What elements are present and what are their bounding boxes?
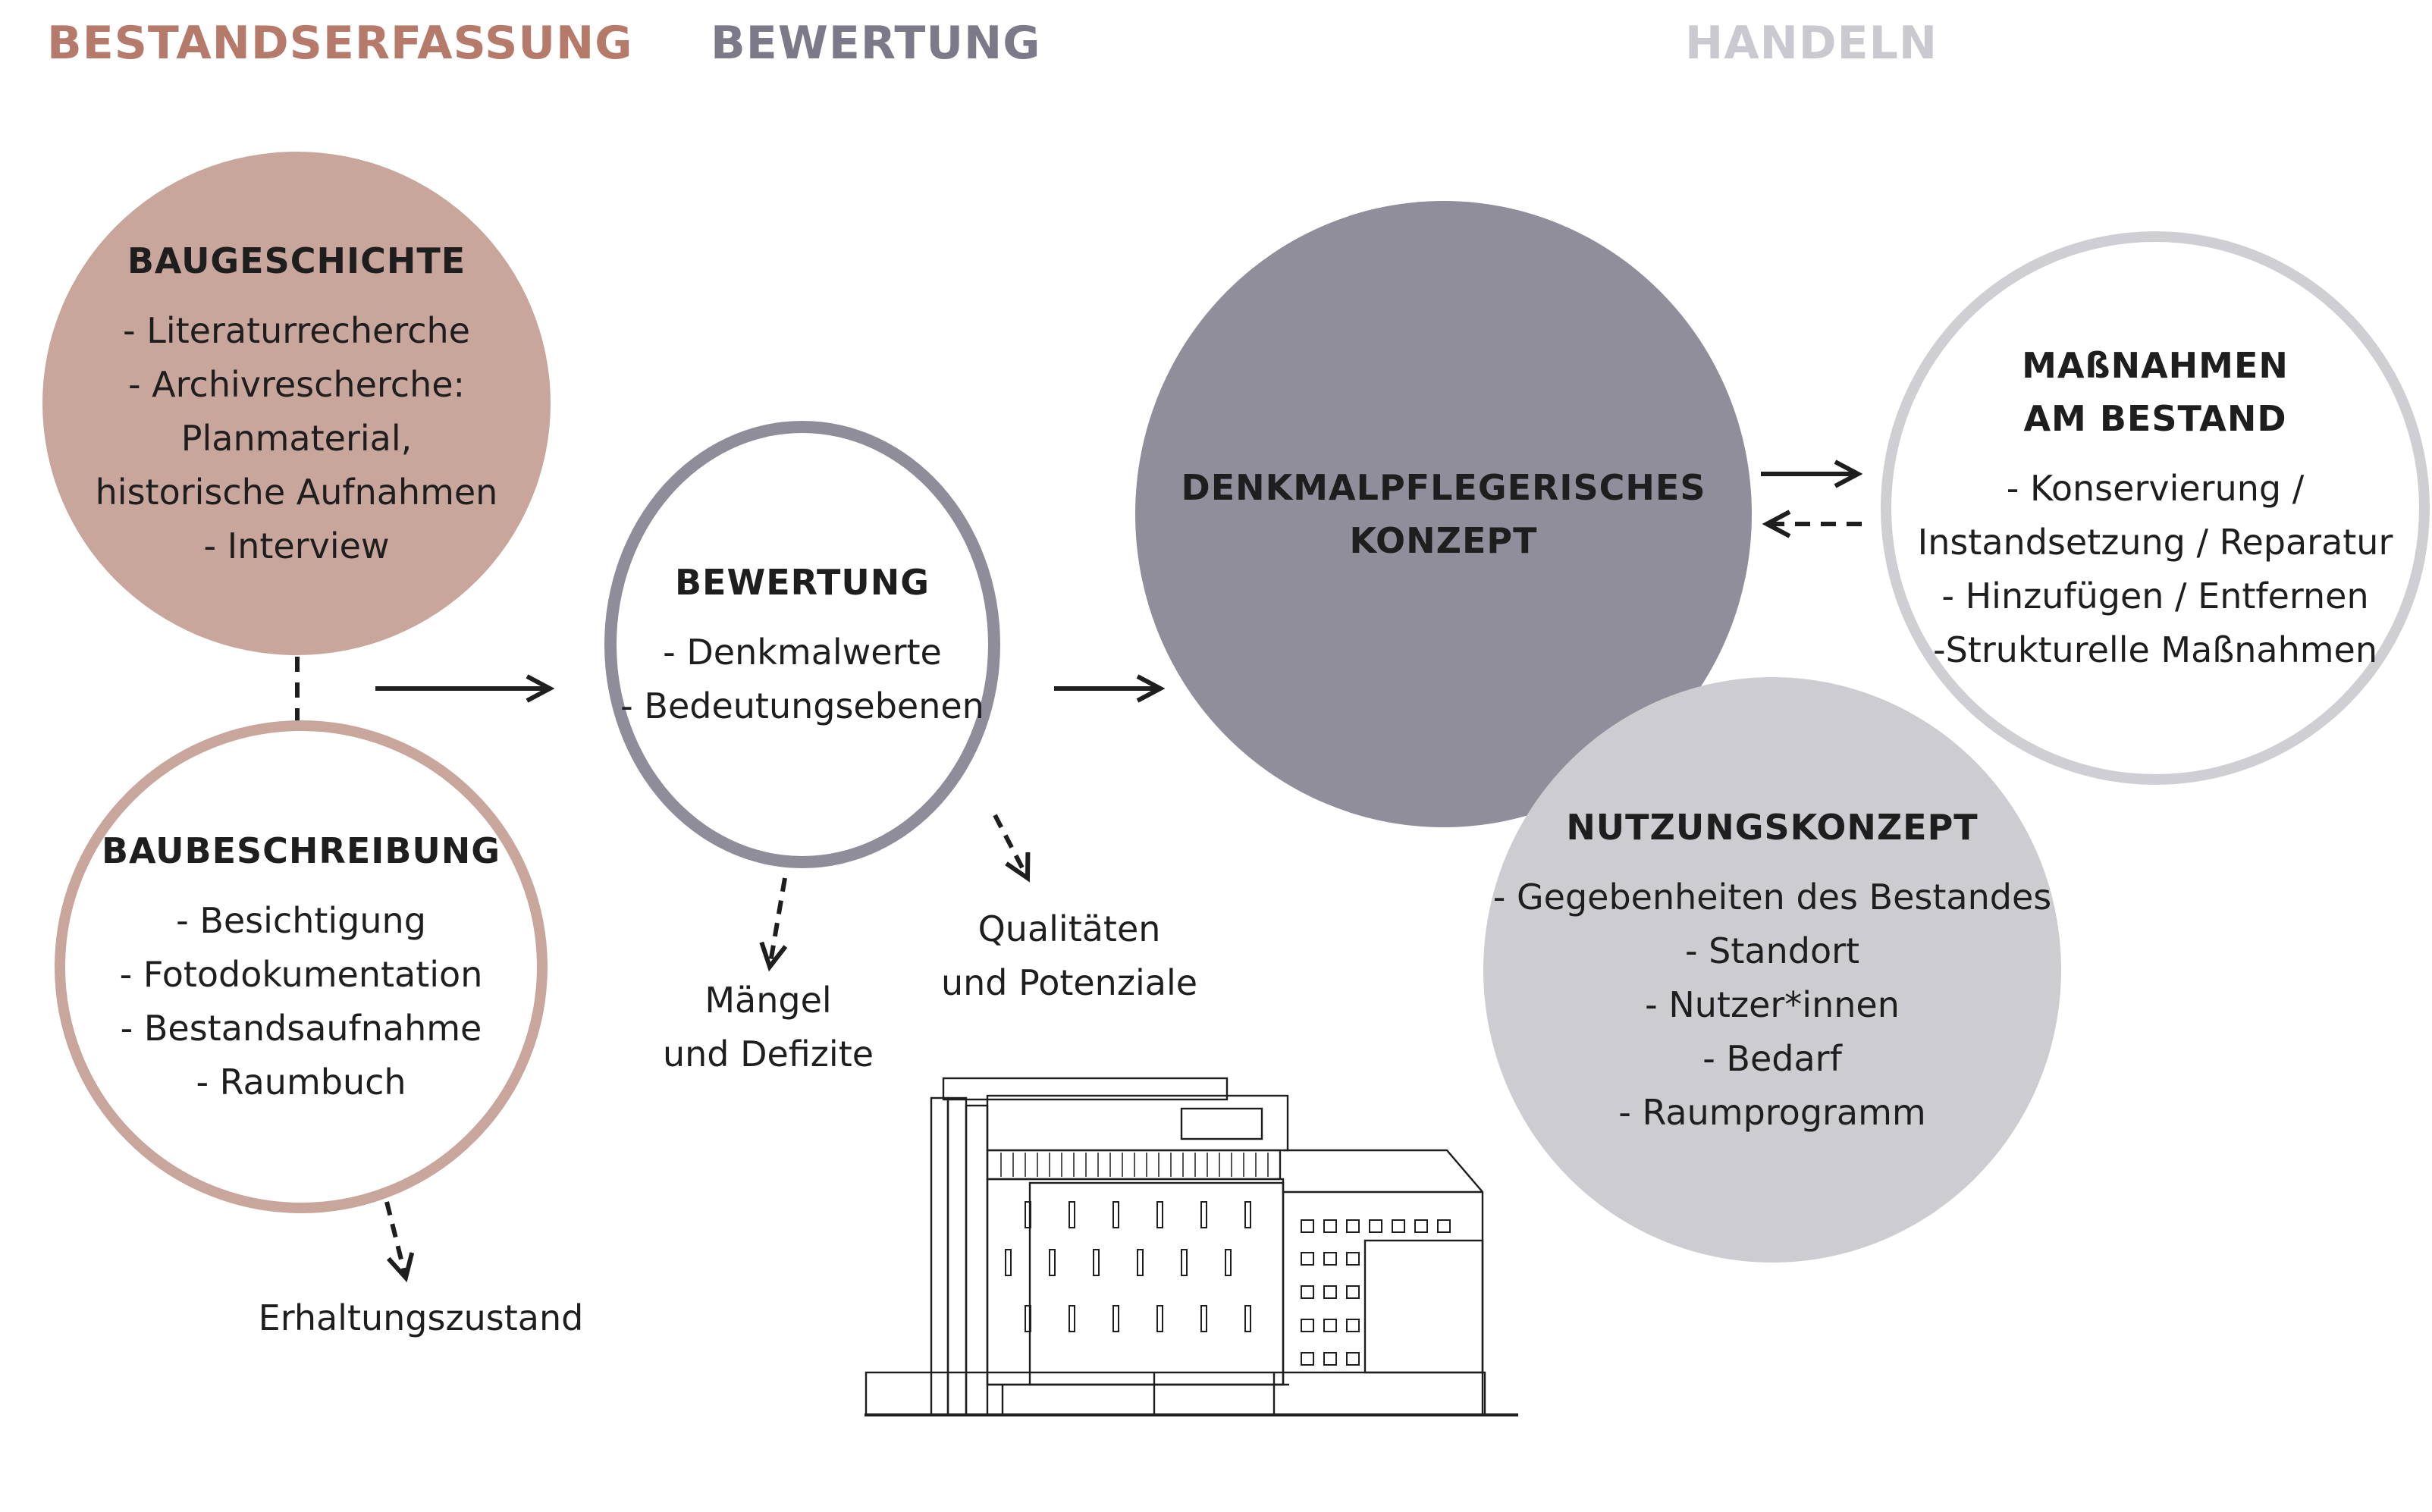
node-baugeschichte: BAUGESCHICHTE - Literaturrecherche - Arc…	[42, 152, 551, 655]
node-bewertung: BEWERTUNG - Denkmalwerte - Bedeutungsebe…	[604, 421, 1000, 868]
outcome-qualitaeten: Qualitäten und Potenziale	[925, 902, 1213, 1010]
node-title-line: MAßNAHMEN	[2022, 345, 2289, 386]
arrow-to-qualitaeten	[993, 814, 1028, 878]
node-title: NUTZUNGSKONZEPT	[1566, 806, 1979, 848]
wing-windows	[1301, 1219, 1451, 1366]
outcome-line: Mängel	[704, 980, 832, 1021]
node-baubeschreibung: BAUBESCHREIBUNG - Besichtigung - Fotodok…	[55, 720, 548, 1213]
node-item: - Gegebenheiten des Bestandes	[1492, 876, 2052, 918]
node-item: - Denkmalwerte	[663, 632, 942, 673]
node-item: Instandsetzung / Reparatur	[1917, 522, 2393, 563]
outcome-maengel: Mängel und Defizite	[651, 974, 886, 1081]
node-title-line: AM BESTAND	[2023, 398, 2287, 439]
phase-header-bewertung: BEWERTUNG	[711, 17, 1041, 70]
node-item: - Besichtigung	[176, 900, 426, 941]
node-title: BAUBESCHREIBUNG	[101, 830, 501, 871]
node-item: Planmaterial,	[180, 417, 413, 459]
node-item: - Raumprogramm	[1618, 1091, 1926, 1133]
node-title-line: KONZEPT	[1349, 520, 1538, 561]
node-item: - Raumbuch	[196, 1062, 406, 1103]
node-item: -Strukturelle Maßnahmen	[1932, 629, 2378, 670]
node-item: - Nutzer*innen	[1645, 983, 1900, 1025]
node-item: - Fotodokumentation	[119, 954, 483, 995]
node-items: - Denkmalwerte - Bedeutungsebenen	[620, 626, 984, 733]
phase-header-bestandserfassung: BESTANDSERFASSUNG	[47, 17, 633, 70]
node-items: - Besichtigung - Fotodokumentation - Bes…	[120, 894, 483, 1109]
balustrade-pattern	[1000, 1153, 1269, 1177]
node-item: - Konservierung /	[2006, 468, 2305, 509]
node-items: - Gegebenheiten des Bestandes - Standort…	[1493, 870, 2051, 1140]
node-item: - Literaturrecherche	[123, 309, 470, 351]
node-title: BEWERTUNG	[675, 562, 930, 603]
outcome-erhaltungszustand: Erhaltungszustand	[258, 1297, 584, 1338]
facade-windows	[1005, 1201, 1251, 1332]
outcome-line: Qualitäten	[978, 908, 1161, 949]
node-item: - Bedarf	[1702, 1037, 1842, 1079]
building-elevation-drawing	[865, 1077, 1518, 1416]
node-item: - Hinzufügen / Entfernen	[1941, 576, 2369, 616]
node-title: BAUGESCHICHTE	[127, 240, 466, 281]
node-item: - Interview	[203, 525, 390, 566]
outcome-line: und Defizite	[662, 1034, 874, 1074]
node-items: - Literaturrecherche - Archivrescherche:…	[96, 304, 498, 573]
node-item: - Standort	[1684, 930, 1860, 971]
node-item: - Bestandsaufnahme	[120, 1008, 482, 1049]
node-item: - Bedeutungsebenen	[620, 685, 984, 726]
node-massnahmen-am-bestand: MAßNAHMEN AM BESTAND - Konservierung / I…	[1881, 231, 2430, 785]
arrow-to-maengel	[770, 877, 785, 967]
node-title-line: DENKMALPFLEGERISCHES	[1181, 467, 1706, 508]
node-nutzungskonzept: NUTZUNGSKONZEPT - Gegebenheiten des Best…	[1483, 677, 2061, 1263]
outcome-line: und Potenziale	[940, 962, 1198, 1003]
node-item: historische Aufnahmen	[95, 471, 498, 513]
arrow-to-erhaltungszustand	[384, 1201, 406, 1278]
phase-header-handeln: HANDELN	[1685, 17, 1938, 70]
node-items: - Konservierung / Instandsetzung / Repar…	[1918, 462, 2393, 677]
node-item: - Archivrescherche:	[127, 363, 466, 405]
